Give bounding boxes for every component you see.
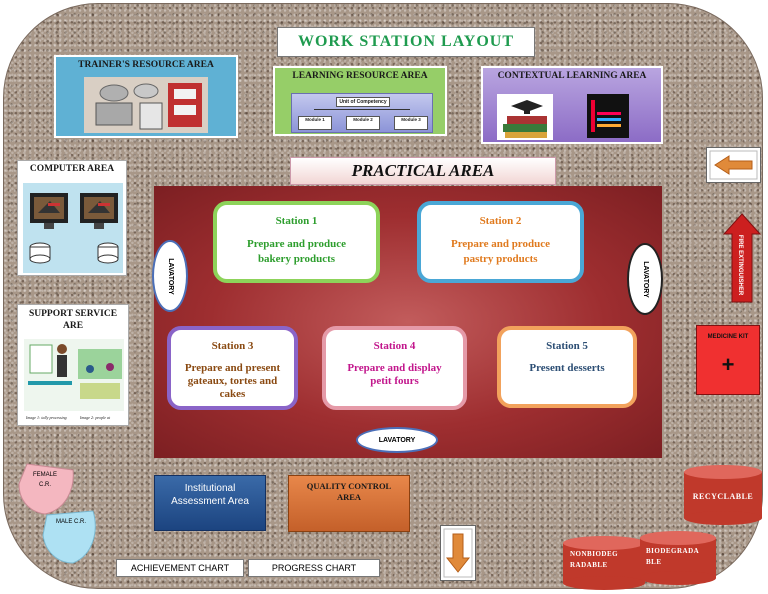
- trainer-resource-area: TRAINER'S RESOURCE AREA: [54, 55, 238, 138]
- computer-icon: [80, 193, 119, 264]
- support-caption: Image 2: people at: [80, 415, 111, 420]
- support-service-label: SUPPORT SERVICE ARE: [28, 309, 118, 331]
- biodegradable-bin-shape: [640, 531, 716, 585]
- module-box: Module 2: [346, 116, 380, 130]
- down-arrow-icon: [443, 528, 473, 578]
- computer-area: COMPUTER AREA: [17, 160, 127, 276]
- female-cr-shape: [18, 463, 74, 515]
- recyclable-bin-label: RECYCLABLE: [692, 492, 754, 501]
- station-title: Station 1: [275, 215, 318, 227]
- station-description: Prepare and produce pastry products: [450, 238, 550, 265]
- practical-area-title: PRACTICAL AREA: [290, 157, 556, 185]
- exit-door: [706, 147, 761, 183]
- plus-icon: +: [721, 352, 735, 377]
- lavatory-right: LAVATORY: [627, 243, 663, 315]
- subjects-chalkboard-icon: [587, 94, 629, 138]
- station-description: Prepare and present gateaux, tortes and …: [184, 362, 281, 400]
- station-2: Station 2 Prepare and produce pastry pro…: [417, 201, 584, 283]
- recyclable-bin-shape: [684, 465, 762, 525]
- lavatory-bottom: LAVATORY: [356, 427, 438, 453]
- nonbiodegradable-bin-label: NONBIODEG RADABLE: [570, 550, 619, 569]
- institutional-assessment-label: Institutional Assessment Area: [171, 483, 249, 507]
- station-title: Station 3: [211, 340, 254, 352]
- station-title: Station 5: [546, 340, 588, 352]
- support-staff-image: [24, 339, 124, 411]
- kitchen-tools-image: [84, 77, 208, 133]
- graduation-books-icon: [497, 94, 553, 140]
- lavatory-left: LAVATORY: [152, 240, 188, 312]
- quality-control-area: QUALITY CONTROL AREA: [288, 475, 410, 532]
- progress-chart: PROGRESS CHART: [248, 559, 380, 577]
- learning-resource-area: LEARNING RESOURCE AREA Unit of Competenc…: [273, 66, 447, 136]
- lavatory-label: LAVATORY: [378, 436, 416, 444]
- medicine-kit-label: MEDICINE KIT: [707, 334, 749, 340]
- station-5: Station 5 Present desserts: [497, 326, 637, 408]
- competency-chart-image: Unit of Competency Module 1 Module 2 Mod…: [291, 93, 433, 133]
- lavatory-label: LAVATORY: [641, 260, 649, 298]
- entrance-door: [440, 525, 476, 581]
- station-title: Station 4: [373, 340, 416, 352]
- support-caption: Image 1: tally processing: [26, 415, 67, 420]
- support-service-area: SUPPORT SERVICE ARE Image 1: tally proce…: [17, 304, 129, 426]
- lavatory-label: LAVATORY: [166, 257, 174, 295]
- contextual-learning-area: CONTEXTUAL LEARNING AREA: [481, 66, 663, 144]
- station-4: Station 4 Prepare and display petit four…: [322, 326, 467, 410]
- computer-icon: [29, 193, 68, 264]
- computer-area-label: COMPUTER AREA: [29, 164, 115, 174]
- female-cr-label: FEMALE C.R.: [32, 472, 57, 488]
- fire-extinguisher-icon: [722, 213, 762, 303]
- male-cr-shape: [42, 510, 96, 564]
- institutional-assessment-area: Institutional Assessment Area: [154, 475, 266, 531]
- station-description: Prepare and display petit fours: [347, 362, 442, 387]
- station-3: Station 3 Prepare and present gateaux, t…: [167, 326, 298, 410]
- station-title: Station 2: [479, 215, 522, 227]
- trainer-resource-label: TRAINER'S RESOURCE AREA: [78, 60, 214, 70]
- achievement-chart: ACHIEVEMENT CHART: [116, 559, 244, 577]
- left-arrow-icon: [709, 150, 758, 180]
- learning-resource-label: LEARNING RESOURCE AREA: [292, 71, 428, 81]
- nonbiodegradable-bin-shape: [563, 536, 645, 590]
- male-cr-label: MALE C.R.: [55, 519, 86, 525]
- page-title: WORK STATION LAYOUT: [277, 27, 535, 57]
- contextual-learning-label: CONTEXTUAL LEARNING AREA: [497, 71, 647, 81]
- station-description: Prepare and produce bakery products: [246, 238, 346, 265]
- module-box: Module 1: [298, 116, 332, 130]
- module-box: Module 3: [394, 116, 428, 130]
- biodegradable-bin-label: BIODEGRADA BLE: [646, 547, 699, 566]
- station-description: Present desserts: [529, 362, 605, 374]
- medicine-kit: MEDICINE KIT +: [696, 325, 760, 395]
- station-1: Station 1 Prepare and produce bakery pro…: [213, 201, 380, 283]
- unit-of-competency-box: Unit of Competency: [336, 97, 390, 107]
- fire-extinguisher-label: FIRE EXTINGUISHER: [737, 234, 743, 296]
- quality-control-label: QUALITY CONTROL AREA: [306, 481, 392, 502]
